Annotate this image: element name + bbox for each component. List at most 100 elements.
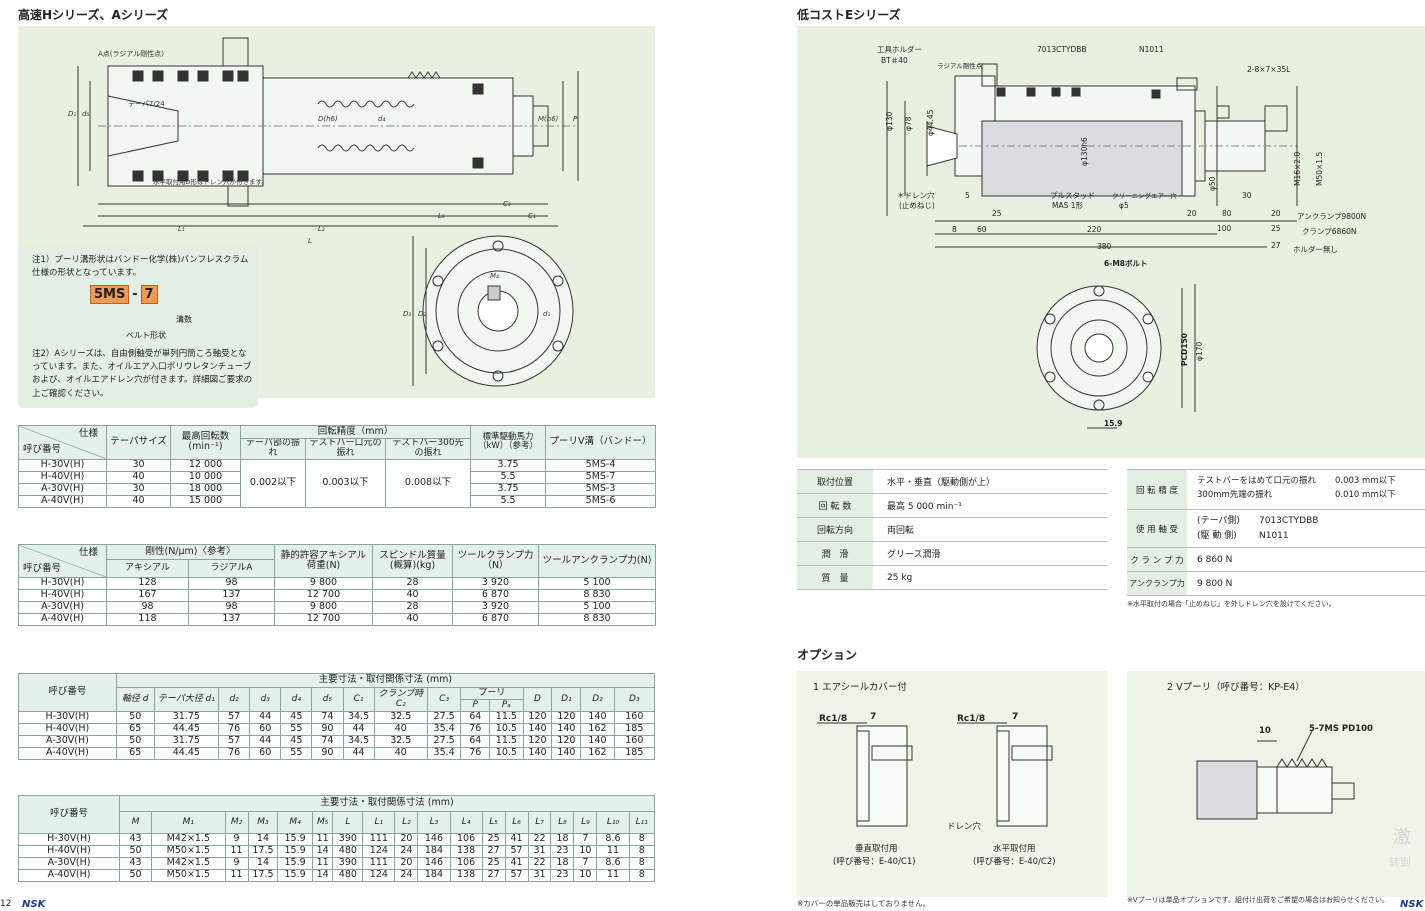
t4-col-header: L₇: [527, 811, 552, 834]
t1-h-acc: 回転精度（mm）: [239, 425, 472, 439]
t1-h-speed: 最高回転数(min⁻¹): [170, 425, 241, 460]
t3-col-header: d₅: [311, 687, 344, 712]
seven-1: 7: [870, 712, 876, 722]
lbl-bearing: 7013CTYDBB: [1037, 45, 1087, 54]
t1-corner: 仕様呼び番号: [18, 425, 107, 460]
spec-note: ※水平取付の場合「止めねじ」を外しドレン穴を設けてください。: [1127, 600, 1336, 608]
nsk-logo-left: NSK: [22, 899, 46, 910]
lbl-bolt: 2-8×7×35L: [1247, 65, 1291, 74]
t2-h-rigid: 剛性(N/μm)〈参考〉: [106, 544, 275, 560]
t2-h-load: 静的許容アキシアル荷重(N): [274, 544, 373, 578]
pulley-spec: 5-7MS PD100: [1309, 724, 1373, 734]
t1-h-pulley: プーリV溝（バンドー）: [545, 425, 657, 460]
dim-380: 380: [1097, 242, 1112, 251]
lbl-d130h6: φ130h6: [1080, 137, 1089, 166]
t3-col-header: Pₐ: [489, 699, 524, 712]
lbl-radial: ラジアル剛性点: [937, 61, 983, 70]
spindle-drawing-e: 工具ホルダー BT＃40 ラジアル剛性点 7013CTYDBB N1011 2-…: [877, 44, 1366, 429]
note-2: 注2）Aシリーズは、自由側軸受が単列円筒ころ軸受となっています。また、オイルエア…: [32, 349, 253, 399]
taper-label: テーパ7/24: [128, 100, 165, 108]
t4-col-header: M: [118, 811, 153, 834]
lbl-drain2: (止めねじ): [899, 200, 935, 210]
svg-text:L₁: L₁: [178, 225, 185, 233]
lbl-pcd: PCD150: [1180, 333, 1189, 366]
t4-col-header: L₈: [550, 811, 575, 834]
t4-col-header: L₅: [481, 811, 506, 834]
lbl-mas: MAS 1形: [1052, 201, 1084, 210]
spec-row: 取付位置水平・垂直（駆動側が上）: [797, 470, 1107, 494]
t4-h-name: 呼び番号: [18, 795, 120, 834]
note-1: 注1）プーリ溝形状はバンドー化学(株)バンフレスクラム仕様の形状となっています。: [32, 255, 249, 279]
drain-hole: ドレン穴: [947, 821, 982, 832]
dim-30: 30: [1242, 191, 1252, 200]
t4-col-header: L₂: [394, 811, 419, 834]
lbl-pull: プルスタッド: [1050, 191, 1095, 200]
dim-8: 8: [952, 225, 957, 234]
spec-bearing-row: 使 用 軸 受 (テーパ側)7013CTYDBB (駆 動 側)N1011: [1127, 510, 1425, 548]
lbl-m50: M50×1.5: [1315, 152, 1324, 186]
note-box: 注1）プーリ溝形状はバンドー化学(株)バンフレスクラム仕様の形状となっています。…: [18, 246, 258, 408]
t3-h-name: 呼び番号: [18, 673, 117, 712]
opt2-title: 2 Vプーリ（呼び番号：KP-E4）: [1167, 682, 1305, 693]
t3-col-header: D: [522, 687, 553, 712]
svg-text:D(h6): D(h6): [318, 115, 338, 123]
page-number: 12: [0, 899, 12, 909]
lbl-d170: φ170: [1195, 342, 1204, 361]
spindle-drawing-h-a: A点(ラジアル剛性点) テーパ7/24 水平取付用D形はドレン穴が付きます。 D…: [68, 37, 579, 387]
left-section-title: 高速Hシリーズ、Aシリーズ: [18, 8, 169, 22]
option-title: オプション: [797, 648, 858, 662]
dim-220: 220: [1087, 225, 1102, 234]
lbl-d159: 15.9: [1104, 419, 1123, 428]
dim-25: 25: [992, 209, 1002, 218]
t4-col-header: M₁: [151, 811, 226, 834]
spec-clamp-row: ク ラ ン プ 力 6 860 N: [1127, 548, 1425, 572]
opt2-note: ※Vプーリは単品オプションです。組付け出荷をご希望の場合はお知らせください。: [1127, 896, 1389, 904]
t1-h-taper: テーパサイズ: [106, 425, 171, 460]
horiz-mount: 水平取付用: [993, 843, 1036, 854]
t4-col-header: L₆: [504, 811, 529, 834]
svg-text:L: L: [308, 237, 312, 245]
t4-col-header: L₄: [449, 811, 483, 834]
t3-col-header: D₃: [613, 687, 656, 712]
spec-row: 回 転 数最高 5 000 min⁻¹: [797, 494, 1107, 518]
svg-text:P: P: [573, 115, 578, 123]
option-2-panel: 2 Vプーリ（呼び番号：KP-E4） 10 5-7MS PD100 激 转到: [1127, 671, 1425, 897]
t3-col-header: d₂: [218, 687, 251, 712]
lbl-m16: M16×2.0: [1293, 152, 1302, 186]
right-drawing-panel: 工具ホルダー BT＃40 ラジアル剛性点 7013CTYDBB N1011 2-…: [797, 26, 1425, 458]
dim-5: 5: [965, 191, 970, 200]
dim-10: 10: [1259, 726, 1271, 736]
lbl-unclamp: アンクランプ9800N: [1297, 212, 1366, 221]
svg-text:C₃: C₃: [503, 200, 511, 208]
svg-text:L₃: L₃: [318, 225, 325, 233]
svg-text:L₆: L₆: [438, 212, 445, 220]
t4-col-header: L₃: [417, 811, 451, 834]
a-point-label: A点(ラジアル剛性点): [98, 49, 164, 58]
spec-table-1: 仕様呼び番号 テーパサイズ 最高回転数(min⁻¹) 回転精度（mm） 標準駆動…: [18, 425, 657, 508]
t4-col-header: M₅: [311, 811, 334, 834]
svg-text:d₁: d₁: [543, 310, 550, 318]
t3-col-header: d₃: [249, 687, 282, 712]
svg-text:D₁: D₁: [68, 110, 76, 118]
t4-col-header: M₄: [277, 811, 313, 834]
t3-title: 主要寸法・取付関係寸法 (mm): [115, 673, 656, 688]
t1-h-power: 標準駆動馬力（kW）（参考）: [470, 425, 547, 460]
lbl-m8: 6-M8ボルト: [1104, 258, 1148, 268]
t4-col-header: M₃: [247, 811, 279, 834]
svg-text:D₃: D₃: [403, 310, 411, 318]
t2-h-axial: アキシアル: [106, 559, 189, 578]
t2-h-clamp: ツールクランプ力（N）: [452, 544, 539, 578]
dim-80: 80: [1222, 209, 1232, 218]
t4-col-header: L₁: [362, 811, 396, 834]
t3-h-pulley: プーリ: [460, 687, 524, 700]
t1-h-acc2: テストバー口元の振れ: [305, 438, 386, 460]
